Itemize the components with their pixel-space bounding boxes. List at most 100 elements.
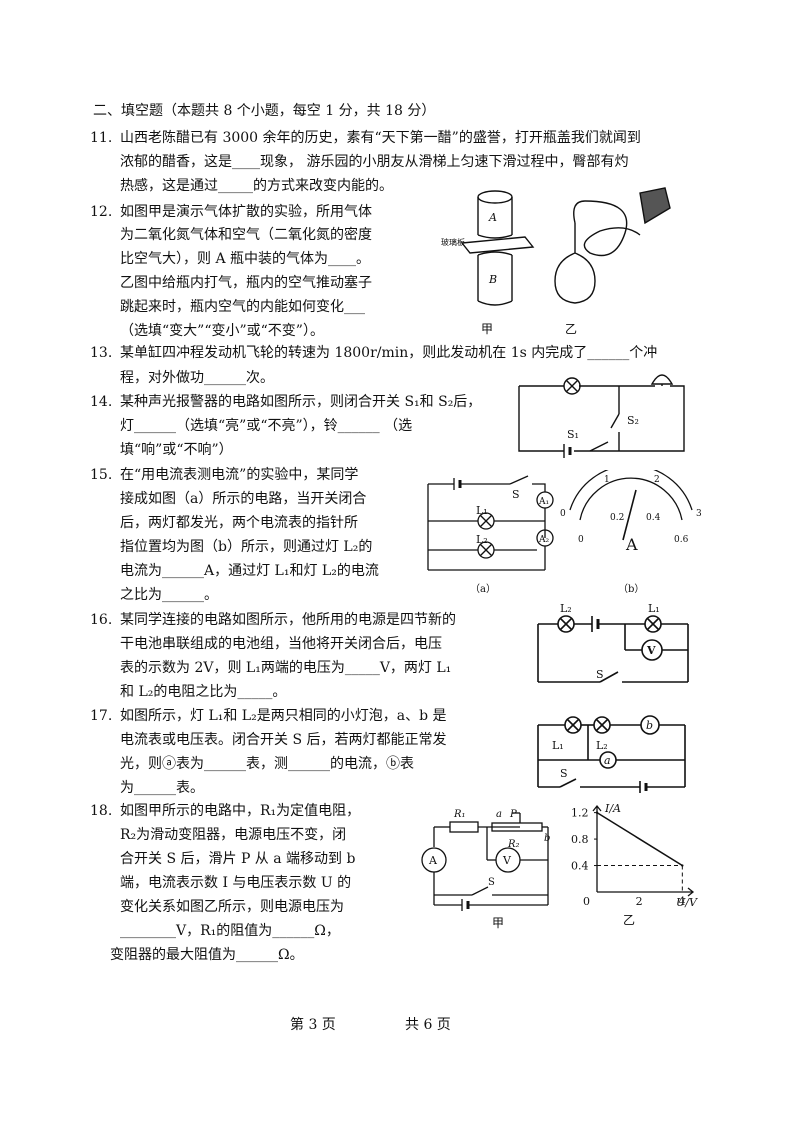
iu-data-point [681,864,684,867]
scale-tick: 1 [604,475,610,485]
lamp-label: L₁ [476,504,488,517]
switch-label: S [488,877,495,888]
ammeter-label: A [428,854,438,867]
question-number: 15. [90,467,113,483]
question-text: 如图所示，灯 L₁和 L₂是两只相同的小灯泡，a、b 是 [120,708,447,724]
question-text: 比空气大），则 A 瓶中装的气体为____。 [120,251,371,267]
question-text: 端，电流表示数 I 与电压表示数 U 的 [120,875,352,891]
voltmeter-circuit-figure: L₂ L₁ V S [537,602,689,683]
question-text: 灯______（选填“亮”或“不亮”），铃______ （选 [120,418,413,434]
y-tick-label: 0.8 [571,833,589,846]
question-number: 16. [90,612,113,628]
lamp-label: L₁ [552,739,564,752]
ammeter-circuit-figure: L₁ L₂ S A₁ A₂ （a） （b） A 0 1 2 3 0 0.2 0.… [427,470,702,595]
switch-label: S₂ [627,414,639,427]
scale-tick: 0.4 [646,513,661,523]
end-label: b [544,833,550,844]
x-tick-label: 4 [678,895,685,908]
rheostat-circuit-figure: R₁ a P b R₂ A V S 甲 [421,809,550,930]
question-text: 乙图中给瓶内打气，瓶内的空气推动塞子 [120,275,372,291]
meter-a-label: a [604,754,611,767]
iu-graph-chart: 0 2 4 0.4 0.8 1.2 I/A U/V 乙 [571,802,698,927]
question-text: 如图甲是演示气体扩散的实验，所用气体 [120,204,372,220]
resistor-label: R₁ [453,809,466,820]
question-number: 13. [90,345,113,361]
switch-label: S [560,767,568,780]
lamp-label: L₁ [648,602,660,615]
question-text: 电流为______A，通过灯 L₁和灯 L₂的电流 [120,563,379,579]
meter-b-label: b [646,719,653,732]
meter-unit: A [625,535,638,554]
question-text: 如图甲所示的电路中，R₁为定值电阻， [120,803,361,819]
ammeter-label: A₁ [538,497,549,507]
question-number: 17. [90,708,113,724]
question-text: 在“用电流表测电流”的实验中，某同学 [120,467,359,483]
x-tick-label: 2 [636,895,643,908]
question-text: 之比为______。 [120,587,218,603]
y-tick-label: 0.4 [571,860,589,873]
voltmeter-label: V [502,854,512,867]
scale-tick: 3 [696,509,702,519]
question-text: 某种声光报警器的电路如图所示，则闭合开关 S₁和 S₂后， [120,394,482,410]
x-tick-label: 0 [583,895,590,908]
question-text: 跳起来时，瓶内空气的内能如何变化___ [120,299,365,315]
question-text: 变化关系如图乙所示，则电源电压为 [120,899,344,915]
scale-tick: 0.6 [674,535,689,545]
question-text: 浓郁的醋香，这是____现象， 游乐园的小朋友从滑梯上匀速下滑过程中，臀部有灼 [120,154,629,170]
scale-tick: 0 [578,535,584,545]
iu-series-line [596,811,683,867]
diffusion-figure: 玻璃板 A B 甲 乙 [441,187,671,336]
section-title: 二、填空题（本题共 8 个小题，每空 1 分，共 18 分） [93,103,436,119]
question-text: R₂为滑动变阻器，电源电压不变，闭 [120,827,347,843]
bottle-a-label: A [488,211,497,224]
scale-tick: 2 [654,475,660,485]
alarm-circuit-figure: S₂ S₁ [518,374,685,458]
resistor-label: R₂ [507,839,520,850]
question-number: 12. [90,204,113,220]
question-text: 为二氧化氮气体和空气（二氧化氮的密度 [120,227,372,243]
question-text: 程，对外做功______次。 [120,370,274,386]
question-text: （选填“变大”“变小”或“不变”）。 [120,323,324,339]
y-axis-label: I/A [604,802,621,815]
question-text: ________V，R₁的阻值为______Ω， [120,923,340,939]
figure-caption: （a） [470,583,496,595]
scale-tick: 0 [560,509,566,519]
question-text: 电流表或电压表。闭合开关 S 后，若两灯都能正常发 [120,732,447,748]
question-text: 合开关 S 后，滑片 P 从 a 端移动到 b [120,851,356,867]
lamp-label: L₂ [476,533,488,546]
scale-tick: 0.2 [610,513,624,523]
end-label: a [496,809,502,820]
switch-label: S₁ [567,428,579,441]
question-text: 指位置均为图（b）所示，则通过灯 L₂的 [120,539,373,555]
figure-caption: （b） [618,583,644,595]
question-text: 表的示数为 2V，则 L₁两端的电压为_____V，两灯 L₁ [120,660,452,676]
lamp-label: L₂ [596,739,608,752]
question-number: 11. [90,130,113,146]
plate-label: 玻璃板 [441,237,465,247]
figure-caption: 甲 [481,322,493,336]
switch-label: S [596,668,604,681]
y-tick-label: 1.2 [571,807,589,820]
switch-label: S [512,488,520,501]
x-axis-label: U/V [676,896,698,909]
figure-caption: 乙 [623,913,635,927]
total-pages: 共 6 页 [405,1017,451,1033]
iu-data-point [595,811,599,814]
figure-caption: 甲 [492,916,504,930]
question-text: 光，则ⓐ表为______表，测______的电流，ⓑ表 [120,756,414,772]
question-text: 山西老陈醋已有 3000 余年的历史，素有“天下第一醋”的盛誉，打开瓶盖我们就闻… [120,130,641,146]
question-text: 某同学连接的电路如图所示，他所用的电源是四节新的 [120,612,456,628]
question-text: 热感，这是通过_____的方式来改变内能的。 [120,178,393,194]
lamp-label: L₂ [560,602,572,615]
question-text: 接成如图（a）所示的电路，当开关闭合 [120,491,367,507]
question-text: 后，两灯都发光，两个电流表的指针所 [120,515,358,531]
meter-type-circuit-figure: L₁ L₂ b a S [537,715,686,793]
question-text: 和 L₂的电阻之比为_____。 [120,684,287,700]
question-text: 某单缸四冲程发动机飞轮的转速为 1800r/min，则此发动机在 1s 内完成了… [120,345,658,361]
bottle-b-label: B [488,273,497,286]
question-text: 干电池串联组成的电池组，当他将开关闭合后，电压 [120,636,442,652]
voltmeter-label: V [646,644,656,657]
figure-caption: 乙 [565,322,577,336]
question-text: 变阻器的最大阻值为______Ω。 [110,947,304,963]
